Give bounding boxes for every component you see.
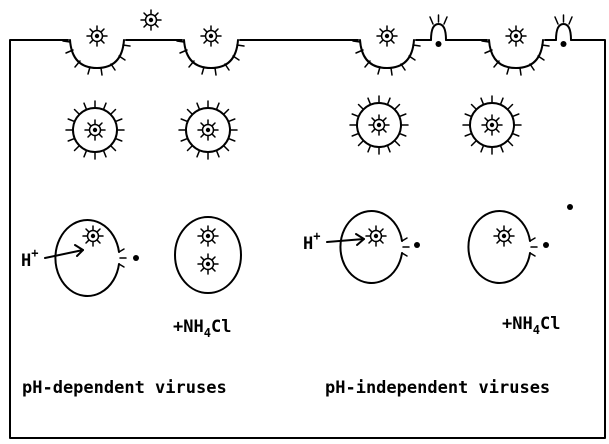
ph-dependent-label: pH-dependent viruses	[22, 378, 227, 398]
svg-text:H+: H+	[21, 246, 38, 271]
released-particle	[567, 204, 573, 210]
coated-pit	[482, 26, 549, 75]
coated-pit	[63, 26, 130, 75]
nh4cl-label: +NH4Cl	[173, 317, 231, 340]
virus-particle	[141, 10, 161, 30]
proton-arrow: H+	[21, 245, 83, 271]
endosome-nh4cl	[468, 211, 549, 283]
svg-text:H+: H+	[303, 229, 320, 254]
endosome-acidified	[340, 211, 420, 283]
coated-vesicle	[179, 101, 237, 159]
coated-vesicle	[463, 96, 521, 154]
nh4cl-label: +NH4Cl	[502, 314, 560, 337]
ph-independent-label: pH-independent viruses	[325, 378, 550, 398]
membrane-fusion-virus	[430, 15, 447, 47]
coated-pit	[177, 26, 244, 75]
endosome-nh4cl	[175, 217, 241, 293]
coated-vesicle	[66, 101, 124, 159]
membrane-fusion-virus	[555, 15, 572, 47]
coated-pit	[353, 26, 420, 75]
coated-vesicle	[350, 96, 408, 154]
endosome-acidified	[55, 220, 139, 296]
proton-arrow: H+	[303, 229, 364, 254]
